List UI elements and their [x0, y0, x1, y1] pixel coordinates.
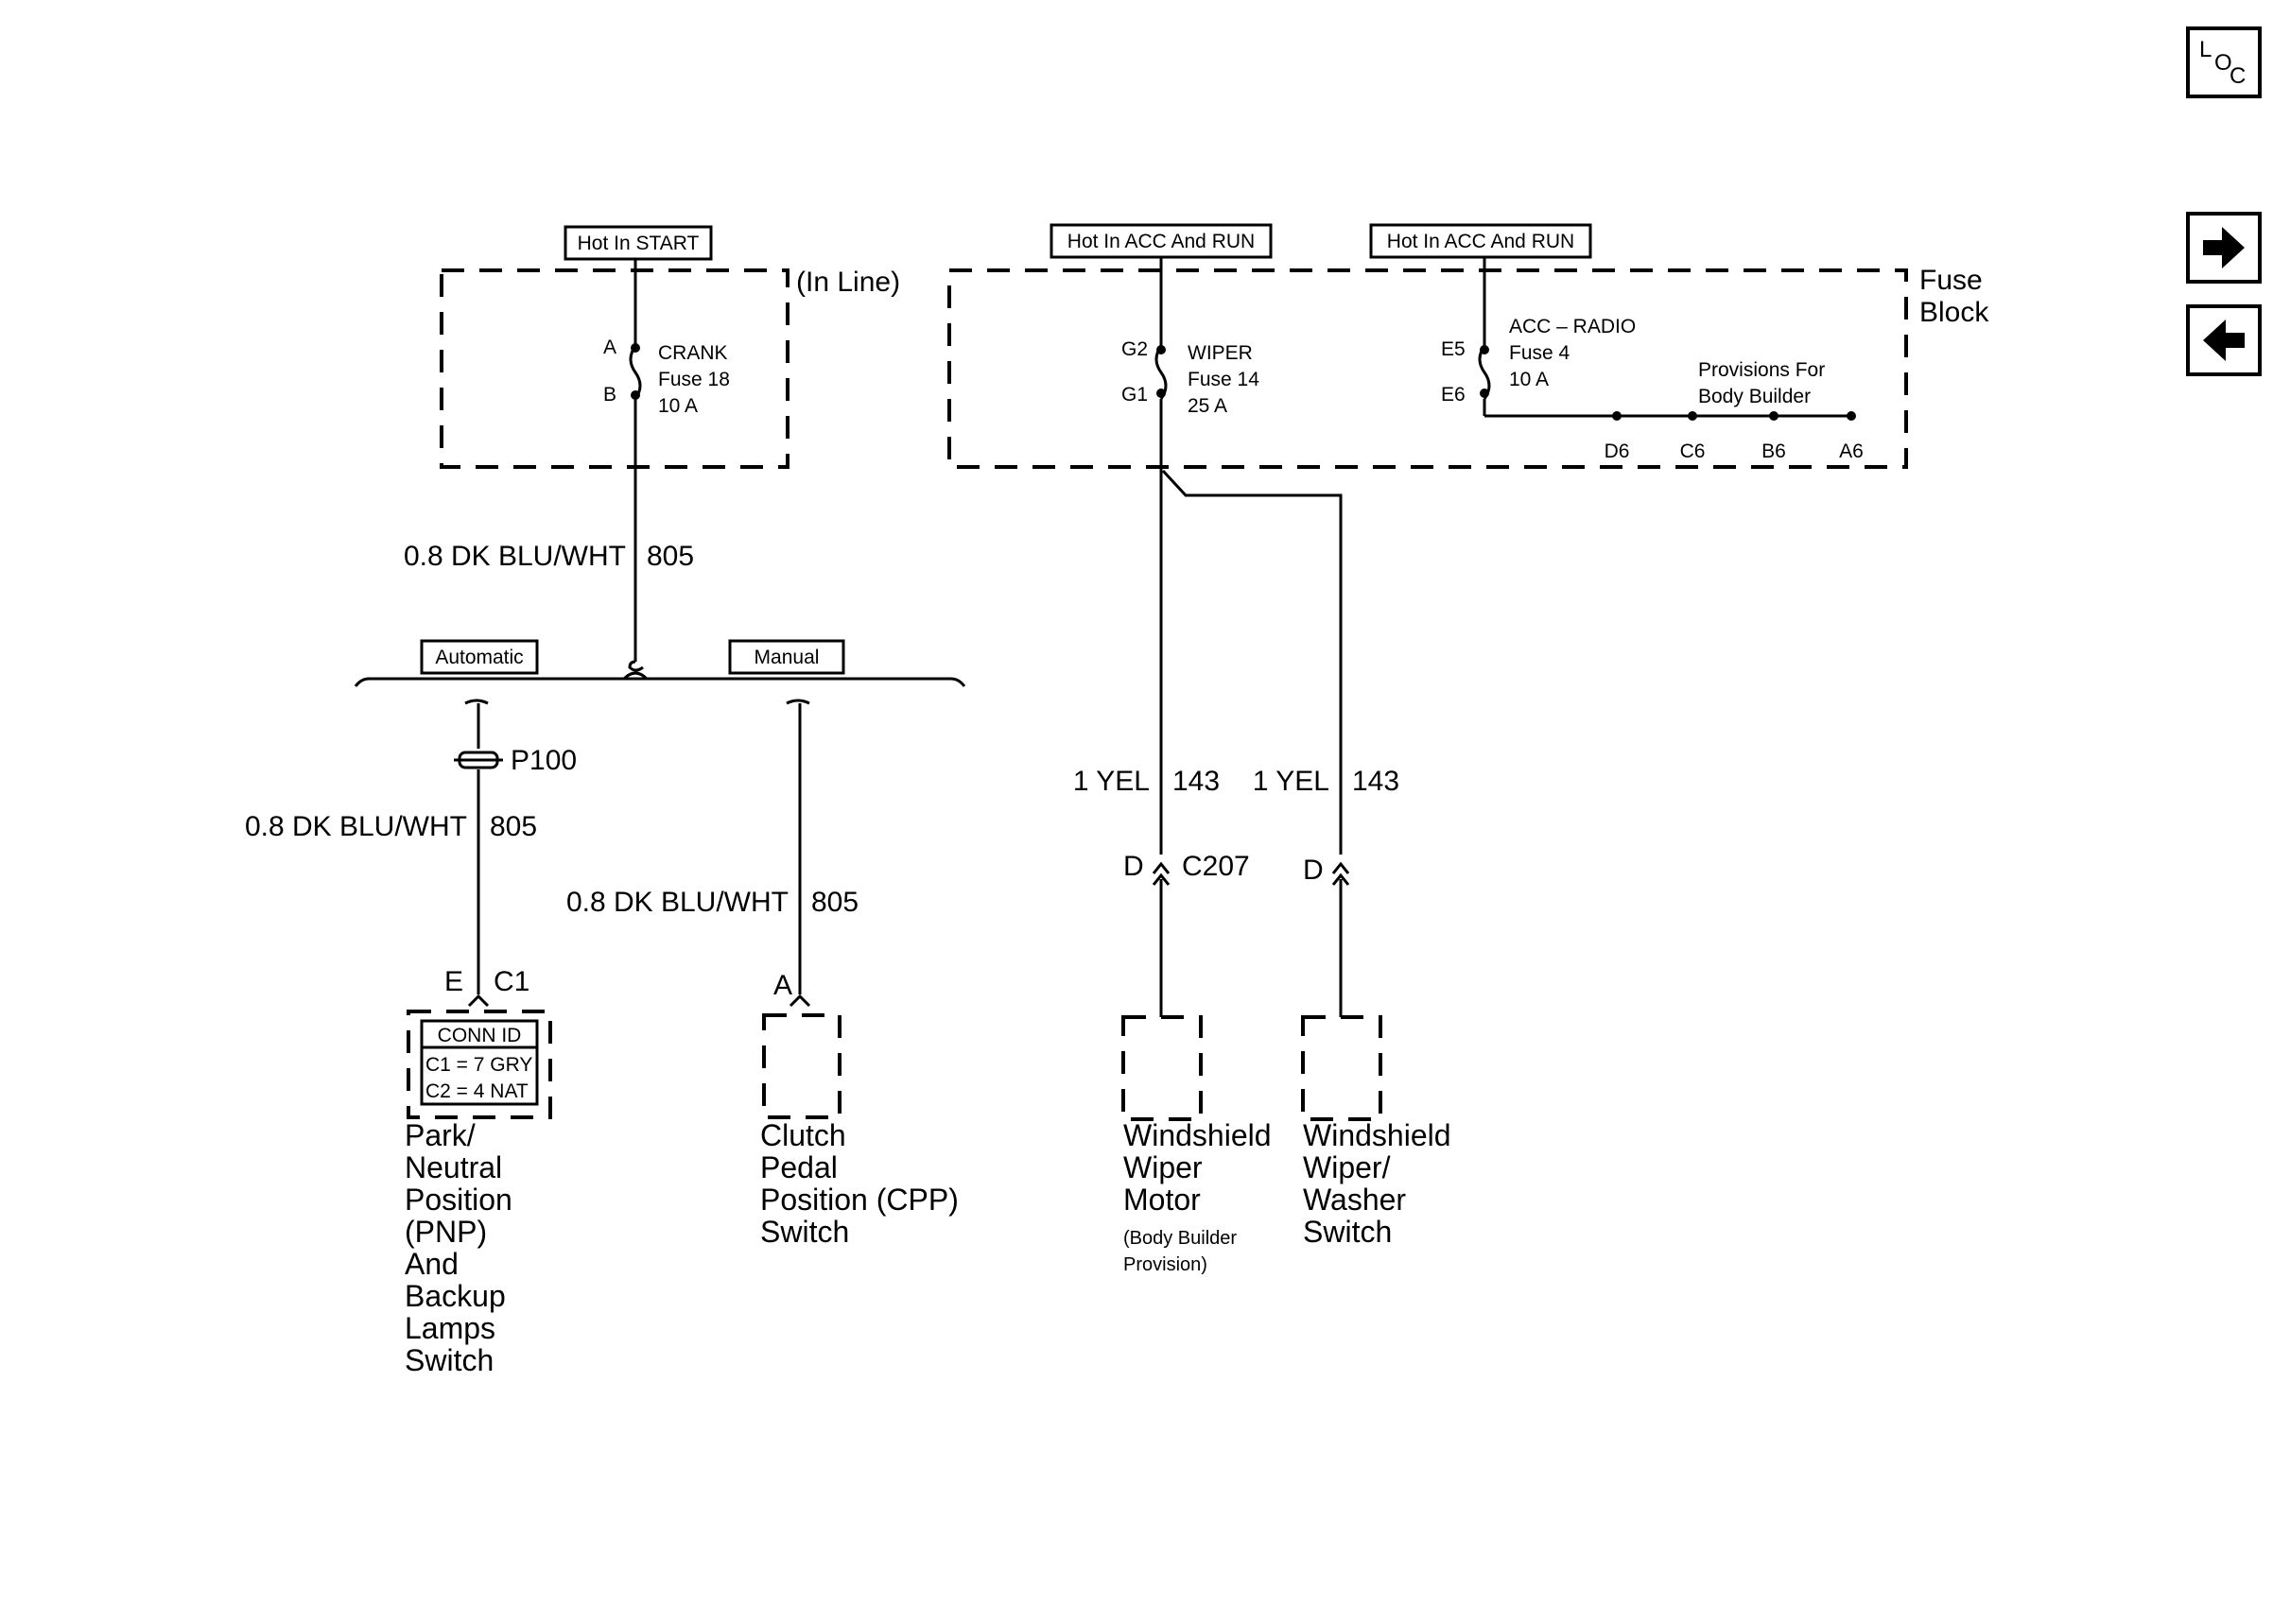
svg-text:Windshield: Windshield	[1303, 1118, 1451, 1152]
svg-text:Fuse: Fuse	[1919, 265, 1983, 296]
forward-button[interactable]	[2186, 212, 2262, 284]
svg-text:Wiper/: Wiper/	[1303, 1150, 1391, 1184]
svg-text:Body Builder: Body Builder	[1698, 386, 1811, 407]
svg-text:E6: E6	[1441, 384, 1466, 406]
svg-text:(PNP): (PNP)	[405, 1215, 487, 1249]
svg-text:143: 143	[1352, 766, 1399, 797]
fuse-block: Fuse Block G2 G1 WIPER Fuse 14 25 A E5 E…	[947, 257, 1989, 469]
inline-fuse-box: (In Line) A B CRANK Fuse 18 10 A	[440, 259, 900, 662]
wiper-washer-switch: Windshield Wiper/ Washer Switch	[1301, 1015, 1451, 1249]
svg-text:G2: G2	[1121, 338, 1148, 360]
arrow-right-icon	[2203, 227, 2245, 268]
svg-text:1 YEL: 1 YEL	[1253, 766, 1329, 797]
svg-text:A: A	[773, 970, 792, 1001]
svg-text:E: E	[444, 966, 463, 997]
back-button[interactable]	[2186, 304, 2262, 376]
option-splice: Automatic Manual	[354, 639, 966, 687]
option-manual: Manual	[755, 647, 820, 668]
svg-text:Hot In START: Hot In START	[578, 233, 700, 254]
hot-in-start-label: Hot In START	[564, 225, 713, 261]
svg-text:(Body Builder: (Body Builder	[1123, 1228, 1237, 1249]
svg-text:C2 = 4 NAT: C2 = 4 NAT	[425, 1080, 529, 1102]
arrow-left-icon	[2203, 320, 2245, 361]
svg-text:L: L	[2199, 37, 2212, 62]
wire-label-crank: 0.8 DK BLU/WHT	[404, 541, 626, 572]
svg-text:Fuse 4: Fuse 4	[1509, 342, 1570, 364]
svg-text:D6: D6	[1605, 441, 1630, 462]
p100-label: P100	[511, 745, 577, 776]
svg-text:10 A: 10 A	[658, 395, 698, 417]
svg-text:Switch: Switch	[405, 1343, 494, 1377]
svg-text:A6: A6	[1839, 441, 1864, 462]
svg-text:C1 = 7 GRY: C1 = 7 GRY	[425, 1054, 532, 1076]
svg-text:C: C	[2230, 63, 2246, 89]
svg-text:0.8 DK BLU/WHT: 0.8 DK BLU/WHT	[245, 811, 467, 842]
svg-text:25 A: 25 A	[1188, 395, 1227, 417]
svg-text:C1: C1	[494, 966, 529, 997]
svg-text:E5: E5	[1441, 338, 1466, 360]
svg-text:0.8 DK BLU/WHT: 0.8 DK BLU/WHT	[566, 887, 789, 918]
svg-text:Motor: Motor	[1123, 1183, 1201, 1217]
svg-text:Wiper: Wiper	[1123, 1150, 1203, 1184]
svg-text:Washer: Washer	[1303, 1183, 1406, 1217]
svg-text:Provisions For: Provisions For	[1698, 359, 1825, 381]
svg-text:D: D	[1303, 855, 1324, 886]
svg-text:Fuse 18: Fuse 18	[658, 369, 730, 390]
svg-text:143: 143	[1172, 766, 1220, 797]
circuit-label-crank: 805	[647, 541, 694, 572]
cpp-circuit: 0.8 DK BLU/WHT 805 A	[566, 699, 859, 1008]
svg-text:Pedal: Pedal	[760, 1150, 838, 1184]
svg-text:1 YEL: 1 YEL	[1073, 766, 1150, 797]
hot-in-acc-run-label-wiper: Hot In ACC And RUN	[1050, 223, 1273, 259]
svg-text:Block: Block	[1919, 297, 1989, 328]
svg-text:A: A	[603, 337, 616, 358]
cpp-switch: Clutch Pedal Position (CPP) Switch	[760, 1013, 959, 1249]
svg-text:(In Line): (In Line)	[796, 267, 900, 298]
svg-text:Lamps: Lamps	[405, 1311, 495, 1345]
loc-button[interactable]: L O C	[2186, 26, 2262, 98]
svg-text:Backup: Backup	[405, 1279, 506, 1313]
svg-text:B6: B6	[1761, 441, 1786, 462]
svg-text:Position (CPP): Position (CPP)	[760, 1183, 959, 1217]
svg-text:CONN ID: CONN ID	[438, 1025, 522, 1046]
svg-text:Fuse 14: Fuse 14	[1188, 369, 1259, 390]
svg-text:O: O	[2214, 50, 2232, 76]
svg-text:Neutral: Neutral	[405, 1150, 502, 1184]
svg-text:WIPER: WIPER	[1188, 342, 1253, 364]
svg-text:And: And	[405, 1247, 459, 1281]
svg-text:CRANK: CRANK	[658, 342, 728, 364]
svg-text:Park/: Park/	[405, 1118, 476, 1152]
wiper-circuit: 1 YEL 143 1 YEL 143 D C207 D	[1073, 399, 1399, 1017]
option-automatic: Automatic	[435, 647, 523, 668]
svg-text:Windshield: Windshield	[1123, 1118, 1272, 1152]
svg-text:805: 805	[811, 887, 859, 918]
svg-text:Provision): Provision)	[1123, 1254, 1207, 1275]
svg-text:Switch: Switch	[760, 1215, 849, 1249]
svg-text:805: 805	[490, 811, 537, 842]
svg-text:Switch: Switch	[1303, 1215, 1392, 1249]
svg-text:B: B	[603, 384, 616, 406]
svg-text:10 A: 10 A	[1509, 369, 1549, 390]
svg-text:ACC – RADIO: ACC – RADIO	[1509, 316, 1636, 337]
svg-text:C207: C207	[1182, 851, 1250, 882]
hot-in-acc-run-label-radio: Hot In ACC And RUN	[1369, 223, 1592, 259]
svg-text:Hot In ACC And RUN: Hot In ACC And RUN	[1387, 231, 1574, 252]
svg-text:G1: G1	[1121, 384, 1148, 406]
svg-text:C6: C6	[1680, 441, 1706, 462]
wiper-motor: Windshield Wiper Motor (Body Builder Pro…	[1121, 1015, 1272, 1275]
pnp-circuit: P100 0.8 DK BLU/WHT 805 E C1	[245, 699, 577, 1008]
svg-text:Position: Position	[405, 1183, 512, 1217]
svg-text:Hot In ACC And RUN: Hot In ACC And RUN	[1067, 231, 1255, 252]
svg-text:D: D	[1123, 851, 1144, 882]
svg-text:Clutch: Clutch	[760, 1118, 846, 1152]
pnp-switch: CONN ID C1 = 7 GRY C2 = 4 NAT Park/ Neut…	[405, 1010, 552, 1377]
